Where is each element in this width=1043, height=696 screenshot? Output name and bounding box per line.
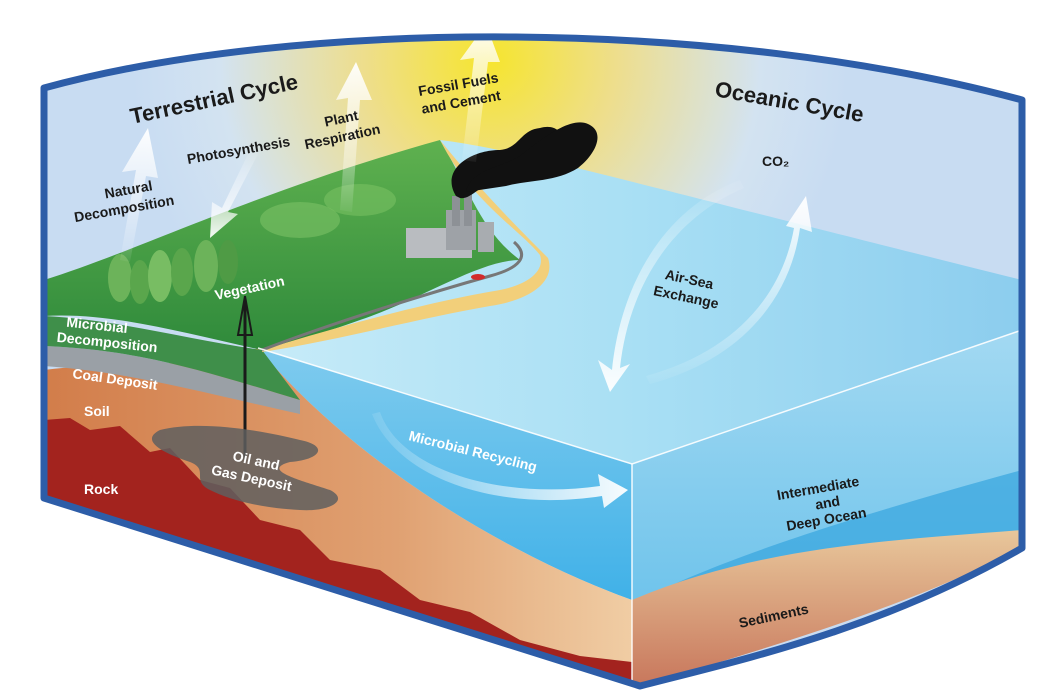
svg-text:Microbial: Microbial: [66, 314, 129, 336]
natural-decomposition-arrow: [120, 128, 158, 262]
air-sea-down-arrow: [598, 180, 744, 392]
microbial-decomposition-band: [44, 316, 300, 400]
power-plant: [406, 190, 494, 258]
diagram-frame: [40, 33, 1026, 690]
flux-arrows: [120, 36, 812, 508]
oil-gas-deposit: [151, 425, 339, 511]
svg-text:Plant: Plant: [323, 107, 360, 130]
beach-strip: [262, 140, 550, 352]
photosynthesis-arrow: [210, 150, 258, 238]
air-sea-up-arrow: [646, 196, 812, 384]
car-icon: [471, 274, 485, 280]
co2-label: CO₂: [762, 153, 789, 169]
smoke-plume: [466, 122, 598, 192]
svg-text:and: and: [814, 492, 841, 512]
tree-cluster: [108, 184, 396, 304]
coal-deposit-band: [44, 346, 300, 414]
rock-label: Rock: [84, 481, 118, 497]
sediment-layer: [632, 530, 1022, 686]
soil-label: Soil: [84, 403, 110, 419]
road: [261, 240, 524, 352]
plant-respiration-arrow: [336, 62, 372, 212]
rock-layer: [44, 418, 632, 686]
microbial-recycling-arrow: [372, 412, 628, 508]
fossil-fuels-arrow: [460, 36, 500, 162]
